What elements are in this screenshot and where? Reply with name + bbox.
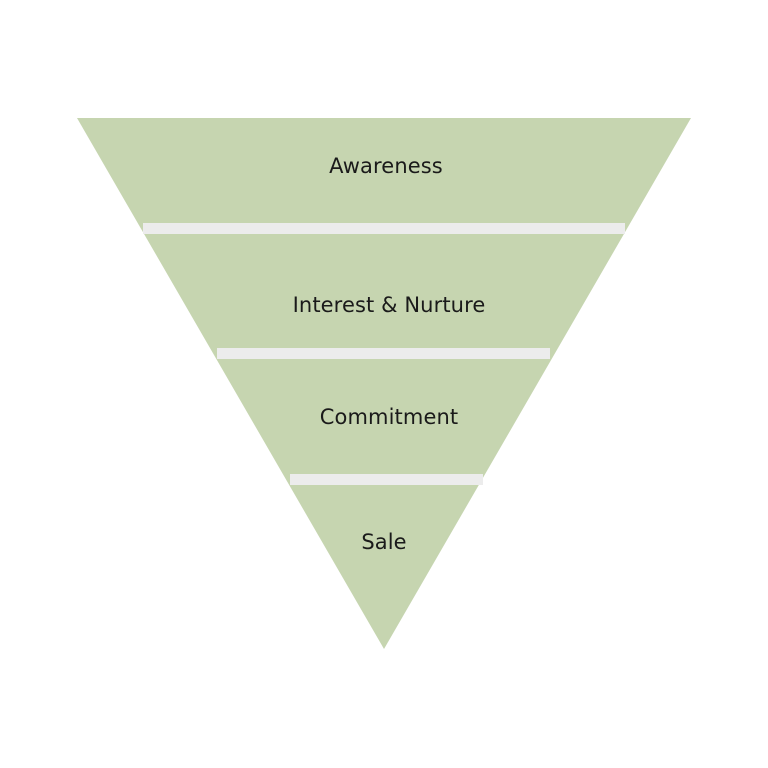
separator-interest-commitment [217, 348, 550, 359]
separator-awareness-interest [143, 223, 625, 234]
funnel-shape [77, 118, 691, 649]
stage-label-sale: Sale [361, 530, 407, 554]
stage-label-awareness: Awareness [329, 154, 443, 178]
stage-label-interest-nurture: Interest & Nurture [292, 293, 486, 317]
stage-label-commitment: Commitment [319, 405, 459, 429]
separator-commitment-sale [290, 474, 483, 485]
